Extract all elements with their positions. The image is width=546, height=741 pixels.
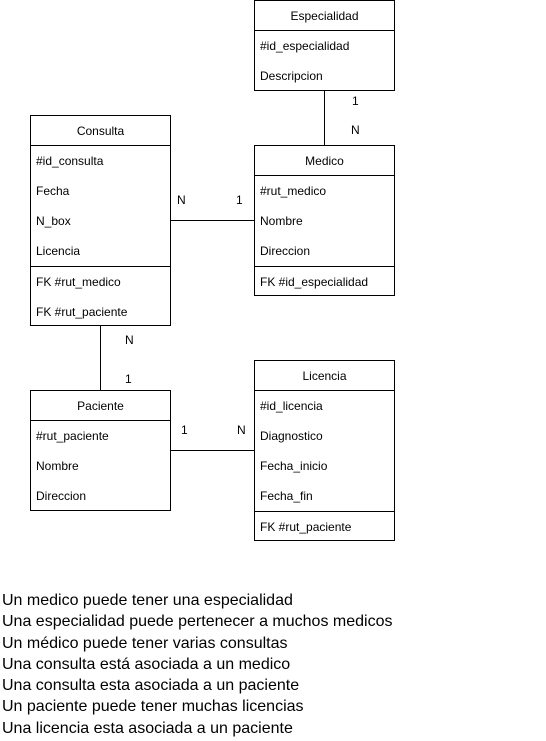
- note-line: Un medico puede tener una especialidad: [2, 592, 293, 609]
- attribute: Fecha_inicio: [260, 459, 328, 473]
- attribute: #id_licencia: [260, 399, 323, 413]
- foreign-key: FK #id_especialidad: [260, 275, 369, 289]
- relation-line-consulta-medico: [170, 220, 255, 221]
- cardinality-label: 1: [236, 193, 243, 207]
- attribute: Direccion: [260, 244, 311, 258]
- cardinality-label: 1: [125, 372, 132, 386]
- entity-licencia[interactable]: Licencia #id_licencia Diagnostico Fecha_…: [254, 360, 395, 541]
- attribute: Licencia: [36, 244, 81, 258]
- relation-line-consulta-paciente: [100, 325, 101, 391]
- entity-title: Licencia: [255, 361, 394, 391]
- foreign-key: FK #rut_paciente: [36, 305, 128, 319]
- entity-title: Medico: [255, 146, 394, 176]
- note-line: Un paciente puede tener muchas licencias: [2, 698, 304, 716]
- note-line: Una especialidad puede pertenecer a much…: [2, 613, 393, 631]
- attribute: Fecha: [36, 184, 70, 198]
- attribute: #rut_medico: [260, 184, 327, 198]
- note-line: Una consulta esta asociada a un paciente: [2, 677, 300, 695]
- entity-medico[interactable]: Medico #rut_medico Nombre Direccion FK #…: [254, 145, 395, 296]
- entity-title: Especialidad: [255, 1, 394, 31]
- attribute: #id_especialidad: [260, 39, 350, 53]
- foreign-keys: FK #id_especialidad: [255, 266, 394, 297]
- relation-line-paciente-licencia: [170, 450, 255, 451]
- entity-title: Consulta: [31, 116, 170, 146]
- entity-paciente[interactable]: Paciente #rut_paciente Nombre Direccion: [30, 390, 171, 511]
- entity-consulta[interactable]: Consulta #id_consulta Fecha N_box Licenc…: [30, 115, 171, 326]
- note-line: Una licencia esta asociada a un paciente: [2, 719, 293, 737]
- foreign-key: FK #rut_paciente: [260, 520, 352, 534]
- foreign-keys: FK #rut_medico FK #rut_paciente: [31, 266, 170, 327]
- relation-line-especialidad-medico: [324, 90, 325, 146]
- attribute: Direccion: [36, 489, 87, 503]
- attribute: Nombre: [260, 214, 303, 228]
- cardinality-label: N: [125, 333, 134, 347]
- attribute: #rut_paciente: [36, 429, 109, 443]
- attribute: N_box: [36, 214, 71, 228]
- cardinality-label: N: [351, 123, 360, 137]
- cardinality-label: N: [177, 193, 186, 207]
- attribute: Nombre: [36, 459, 79, 473]
- cardinality-label: 1: [181, 423, 188, 437]
- attribute: Diagnostico: [260, 429, 323, 443]
- relationship-notes: Un medico puede tener una especialidad U…: [2, 590, 392, 739]
- attribute: Fecha_fin: [260, 489, 313, 503]
- attribute: Descripcion: [260, 69, 323, 83]
- note-line: Una consulta está asociada a un medico: [2, 655, 291, 673]
- foreign-keys: FK #rut_paciente: [255, 511, 394, 542]
- attribute: #id_consulta: [36, 154, 104, 168]
- foreign-key: FK #rut_medico: [36, 275, 121, 289]
- cardinality-label: 1: [352, 94, 359, 108]
- entity-title: Paciente: [31, 391, 170, 421]
- entity-especialidad[interactable]: Especialidad #id_especialidad Descripcio…: [254, 0, 395, 91]
- cardinality-label: N: [237, 423, 246, 437]
- note-line: Un médico puede tener varias consultas: [2, 634, 288, 652]
